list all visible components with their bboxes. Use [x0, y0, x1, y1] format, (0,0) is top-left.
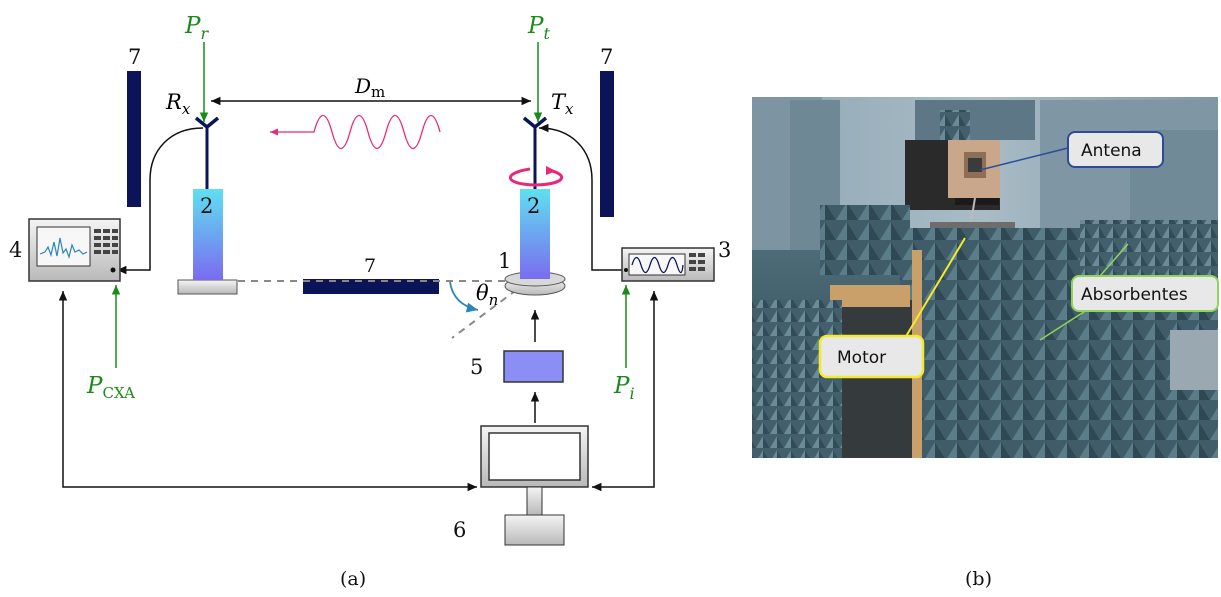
absorber-left [127, 71, 141, 207]
label-seven-right: 7 [600, 45, 613, 69]
absorber-right [600, 71, 614, 217]
label-two-right: 2 [527, 194, 540, 218]
label-seven-left: 7 [128, 45, 141, 69]
tx-mast [520, 189, 550, 279]
label-theta-n: θn [476, 281, 498, 309]
pc-to-analyzer-line [58, 291, 477, 492]
motor-label: Motor [837, 348, 886, 368]
label-three: 3 [718, 238, 731, 262]
antena-callout [1067, 131, 1164, 168]
rx-cable [117, 127, 204, 275]
rotation-arrowhead [546, 166, 556, 175]
theta-arc [449, 281, 479, 313]
motor-pointer [904, 237, 966, 339]
label-two-left: 2 [200, 194, 213, 218]
rotation-arrow-icon [508, 167, 563, 187]
rx-antenna-icon [194, 116, 220, 130]
caption-b: (b) [965, 568, 992, 590]
antena-label: Antena [1081, 141, 1142, 161]
label-six: 6 [453, 518, 466, 542]
label-four: 4 [9, 238, 22, 262]
panel-b-photo: Antena Absorbentes Motor (b) [752, 97, 1219, 590]
label-pt: Pt [527, 13, 550, 43]
tx-antenna-icon [522, 116, 548, 130]
spectrum-analyzer [28, 218, 121, 282]
absorbentes-pointer-1 [1099, 243, 1129, 277]
pc-to-generator-line [592, 291, 659, 492]
label-dm: Dm [354, 74, 385, 101]
label-pi: Pi [613, 373, 635, 403]
absorbentes-callout [1071, 275, 1219, 312]
label-pcxa: PCXA [86, 373, 135, 402]
panel-a: 7 7 7 2 2 Dm Rx Tx Pr Pt [9, 13, 731, 590]
absorbentes-pointer-2 [1039, 307, 1091, 341]
label-tx: Tx [551, 90, 574, 118]
rx-base [177, 279, 238, 295]
signal-generator [621, 247, 715, 282]
absorber-floor [303, 279, 439, 294]
label-pr: Pr [184, 13, 209, 43]
tx-cable [538, 123, 622, 271]
label-one: 1 [498, 249, 511, 273]
computer-icon [480, 425, 589, 546]
label-seven-mid: 7 [364, 255, 376, 277]
label-five: 5 [470, 355, 483, 379]
motor-callout [818, 334, 925, 379]
caption-a: (a) [340, 568, 366, 590]
wave-icon [270, 114, 441, 150]
antena-pointer [979, 147, 1069, 171]
label-rx: Rx [165, 90, 191, 118]
rx-mast [193, 189, 223, 280]
absorbentes-label: Absorbentes [1081, 285, 1188, 305]
motor-controller [503, 350, 564, 383]
